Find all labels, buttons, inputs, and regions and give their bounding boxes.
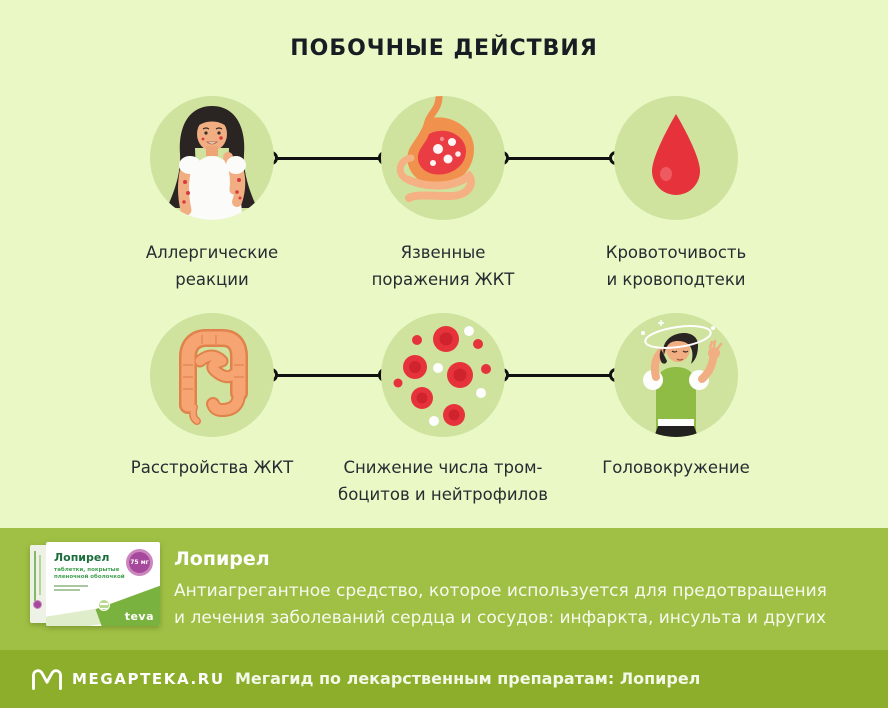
effect-label-3: Расстройства ЖКТ (130, 458, 294, 477)
footer: MEGAPTEKA.RU Мегагид по лекарственным пр… (0, 650, 888, 708)
pill-icon (98, 599, 110, 611)
effect-label-1: Язвенные поражения ЖКТ (371, 243, 515, 289)
connector-line (264, 151, 392, 165)
dose-dot-icon (33, 600, 42, 609)
effect-label-2: Кровоточивость и кровоподтеки (605, 243, 747, 289)
connector-line (264, 368, 392, 382)
effect-label-5: Головокружение (602, 458, 750, 477)
blood-drop-icon (614, 96, 738, 220)
blood-cells-icon (381, 313, 505, 437)
intestines-icon (150, 313, 274, 437)
footer-message: Мегагид по лекарственным препаратам: Лоп… (235, 669, 701, 688)
drug-description: Антиагрегантное средство, которое исполь… (174, 581, 827, 628)
connector-line (495, 368, 623, 382)
megapteka-logo-icon (29, 666, 65, 697)
package-form: таблетки, покрытые пленочной оболочкой (54, 567, 125, 580)
dizziness-icon (614, 313, 738, 437)
dose-badge: 75 мг (126, 549, 153, 576)
connector-line (495, 151, 623, 165)
medicine-box-image: Лопирел таблетки, покрытые пленочной обо… (30, 542, 160, 626)
effect-label-4: Снижение числа тром- боцитов и нейтрофил… (338, 458, 548, 504)
allergic-reaction-icon (150, 96, 274, 220)
teva-logo: teva (124, 610, 154, 623)
drug-name: Лопирел (174, 548, 270, 570)
megapteka-brand-text: MEGAPTEKA.RU (72, 670, 225, 688)
package-name: Лопирел (54, 551, 110, 564)
stomach-icon (381, 96, 505, 220)
drug-section: Лопирел таблетки, покрытые пленочной обо… (0, 528, 888, 650)
page-title: ПОБОЧНЫЕ ДЕЙСТВИЯ (290, 36, 598, 61)
effect-label-0: Аллергические реакции (145, 243, 279, 289)
